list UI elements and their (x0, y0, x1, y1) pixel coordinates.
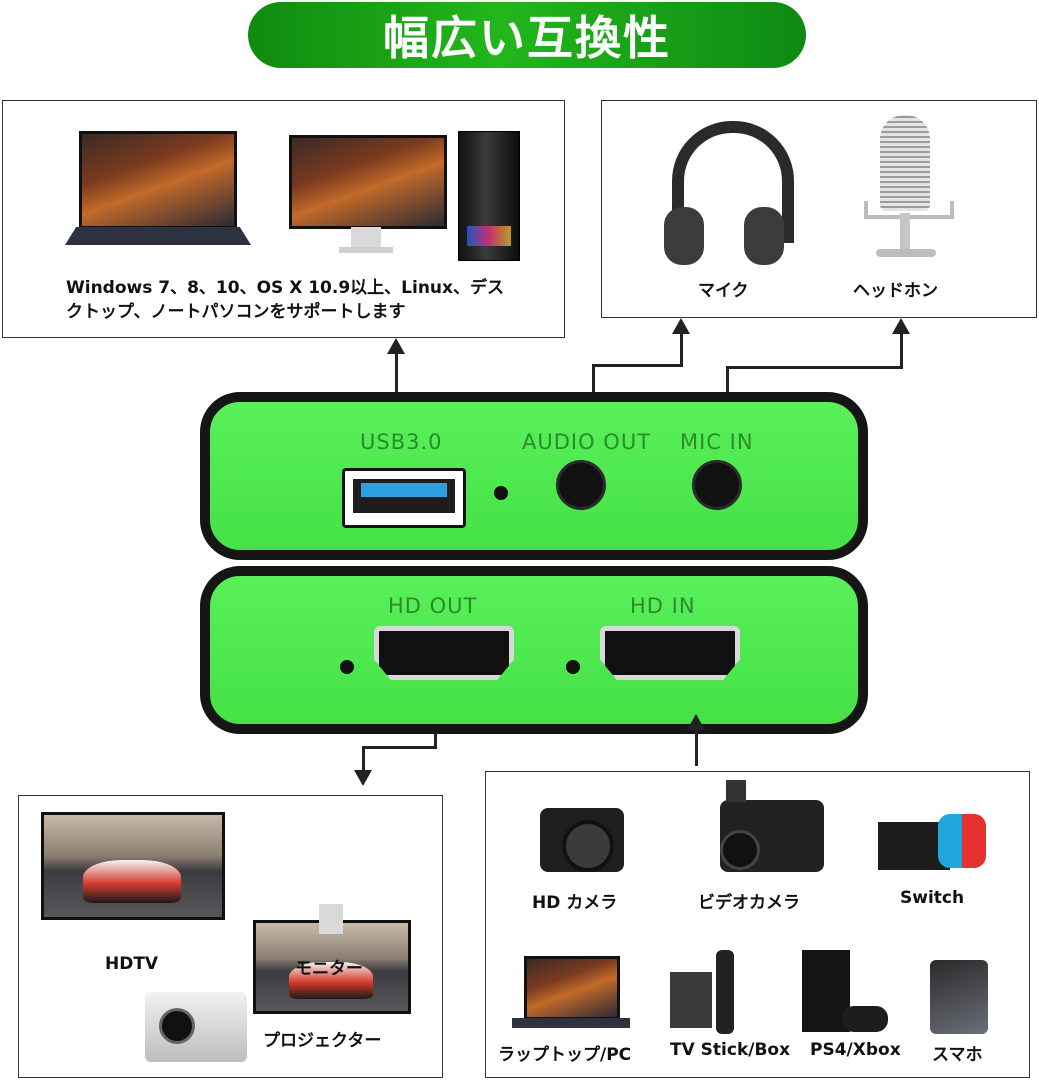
status-led (494, 486, 508, 500)
front-led-left (340, 660, 354, 674)
microphone-image (864, 115, 954, 265)
arrow-to-computers (395, 352, 398, 392)
microphone-label: ヘッドホン (853, 281, 938, 301)
laptop-label: ラップトップ/PC (498, 1045, 632, 1065)
projector-image (145, 992, 247, 1062)
ps4-label: PS4/Xbox (810, 1040, 901, 1060)
desktop-tower-image (458, 131, 520, 261)
capture-card-rear: USB3.0 AUDIO OUT MIC IN (200, 392, 868, 560)
headphones-image (664, 121, 794, 271)
switch-label: Switch (900, 888, 965, 908)
hd-in-label: HD IN (630, 594, 696, 618)
arrow-to-microphone-head (892, 318, 910, 334)
audio-panel: マイク ヘッドホン (601, 100, 1037, 318)
headphones-label: マイク (698, 281, 749, 301)
arrow-to-headphones (592, 364, 595, 392)
front-led-middle (566, 660, 580, 674)
camcorder-label: ビデオカメラ (698, 893, 800, 913)
hdmi-in-port (600, 626, 740, 680)
hdtv-image (41, 812, 225, 920)
monitor-image (289, 135, 449, 257)
laptop-image (65, 131, 255, 253)
arrow-from-sources-head (687, 714, 705, 730)
monitor-image-2 (253, 920, 411, 1014)
sources-panel: HD カメラ ビデオカメラ Switch ラップトップ/PC TV Stick/… (485, 771, 1030, 1078)
projector-label: プロジェクター (263, 1031, 382, 1051)
usb-port (342, 468, 466, 528)
mic-in-jack (692, 460, 742, 510)
audio-out-label: AUDIO OUT (522, 430, 652, 454)
hdmi-out-port (374, 626, 514, 680)
tv-stick-image (670, 950, 740, 1036)
displays-panel: HDTV モニター プロジェクター (18, 795, 443, 1078)
phone-image (930, 960, 988, 1034)
camera-label: HD カメラ (532, 893, 618, 913)
switch-image (878, 812, 1006, 872)
mic-in-label: MIC IN (680, 430, 754, 454)
arrow-from-sources (695, 728, 698, 766)
ps4-image (802, 950, 892, 1036)
camera-image (540, 808, 624, 872)
laptop-image-2 (512, 956, 632, 1034)
arrow-to-computers-head (387, 338, 405, 354)
phone-label: スマホ (932, 1045, 983, 1065)
usb-port-label: USB3.0 (360, 430, 443, 454)
arrow-to-microphone (726, 366, 729, 396)
hd-out-label: HD OUT (388, 594, 478, 618)
arrow-to-displays-head (354, 770, 372, 786)
camcorder-image (720, 780, 824, 872)
page-title: 幅広い互換性 (383, 11, 671, 65)
computers-panel: Windows 7、8、10、OS X 10.9以上、Linux、デス クトップ… (2, 100, 565, 338)
computers-text-line1: Windows 7、8、10、OS X 10.9以上、Linux、デス (66, 278, 504, 298)
capture-card-front: HD OUT HD IN (200, 566, 868, 734)
audio-out-jack (556, 460, 606, 510)
tv-stick-label: TV Stick/Box (670, 1040, 791, 1060)
arrow-to-headphones-head (672, 318, 690, 334)
arrow-to-displays (434, 732, 437, 748)
computers-text-line2: クトップ、ノートパソコンをサポートします (66, 302, 406, 322)
title-banner: 幅広い互換性 (248, 2, 806, 68)
hdtv-label: HDTV (105, 954, 159, 974)
monitor-label: モニター (295, 959, 363, 979)
